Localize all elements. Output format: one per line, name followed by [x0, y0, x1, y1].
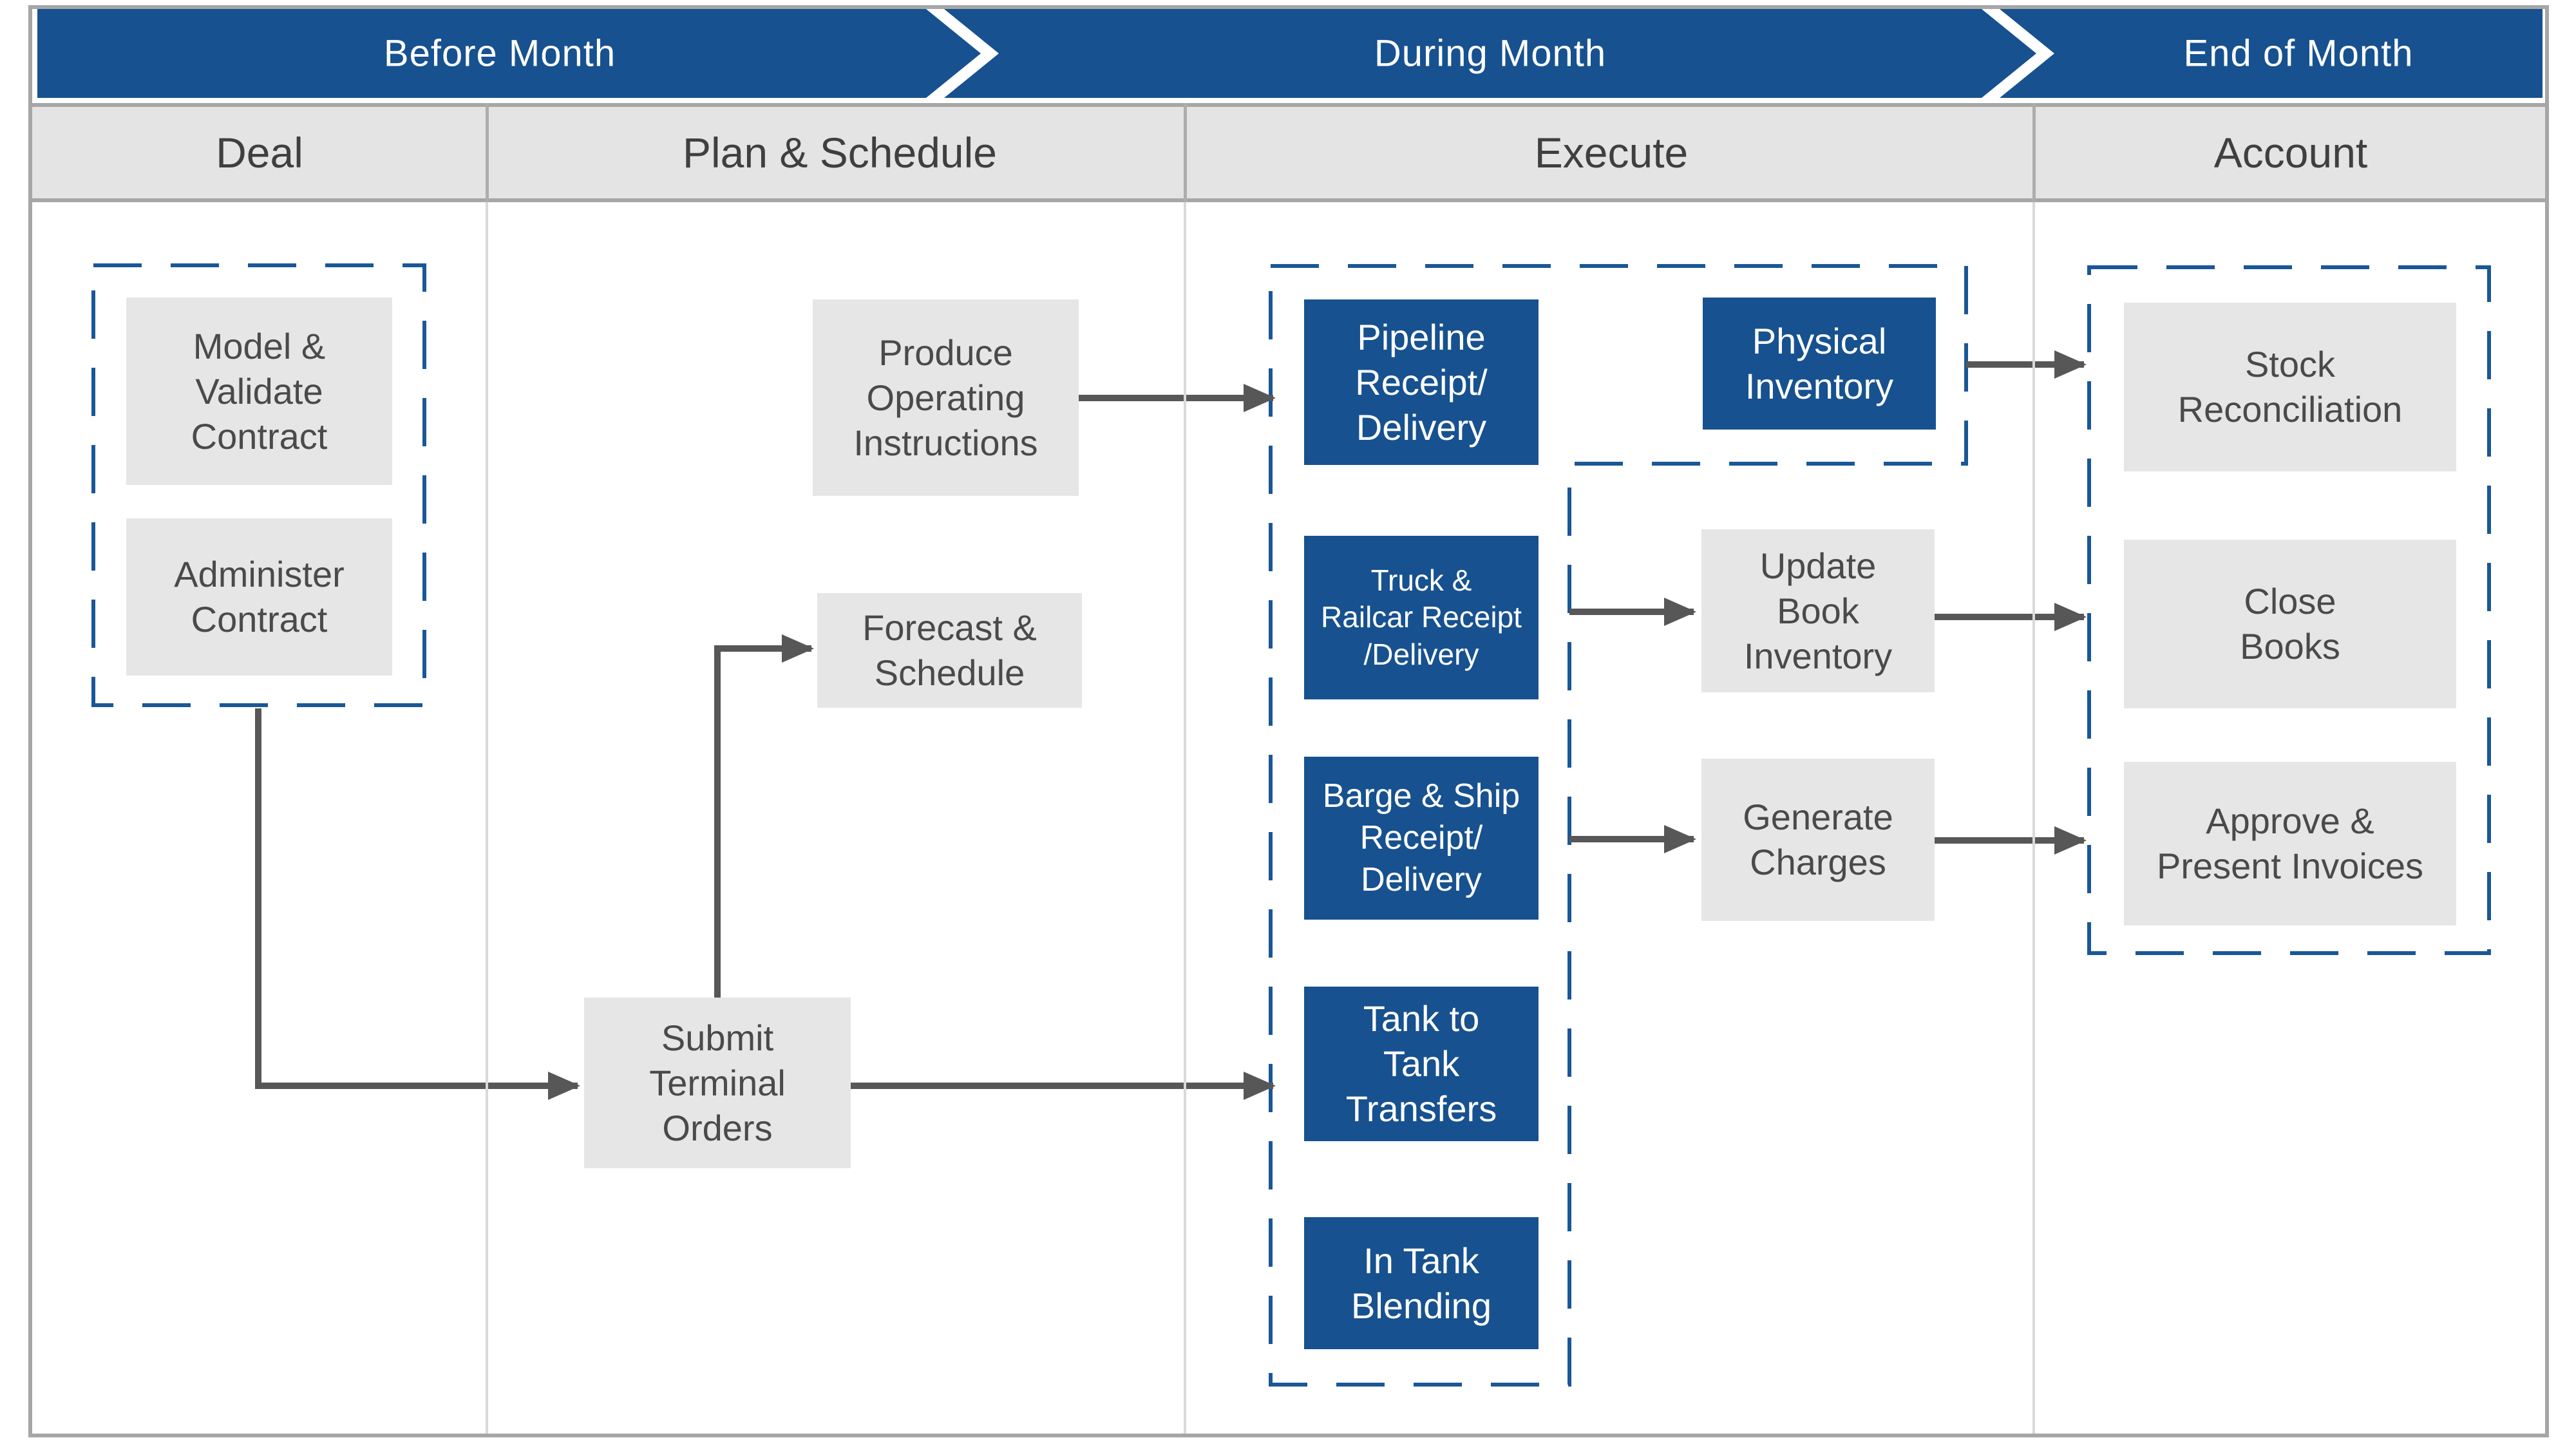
lane-divider-header-0 — [486, 103, 489, 202]
box-generate-charges: Generate Charges — [1701, 759, 1935, 921]
box-physical-inventory: Physical Inventory — [1703, 298, 1936, 430]
box-submit-terminal-orders: Submit Terminal Orders — [584, 998, 851, 1168]
phase-chevron-segment-2 — [2000, 9, 2543, 98]
lane-divider-header-1 — [1184, 103, 1187, 202]
box-produce-operating-instructions: Produce Operating Instructions — [813, 299, 1079, 496]
box-in-tank-blending: In Tank Blending — [1304, 1217, 1539, 1349]
lane-label-account: Account — [2213, 129, 2368, 176]
lane-divider-body-2 — [2032, 202, 2035, 1434]
box-label: Update Book Inventory — [1743, 545, 1893, 676]
lane-label-plan-schedule: Plan & Schedule — [682, 129, 998, 176]
box-label: Physical Inventory — [1745, 320, 1894, 406]
flow-arrows — [255, 350, 2087, 1100]
box-label: Submit Terminal Orders — [649, 1017, 786, 1148]
box-label: In Tank Blending — [1351, 1240, 1492, 1326]
box-close-books: Close Books — [2124, 540, 2456, 708]
box-label: Truck & Railcar Receipt /Delivery — [1321, 563, 1522, 671]
phase-label-before-month: Before Month — [383, 32, 616, 75]
box-model-validate-contract: Model & Validate Contract — [126, 298, 392, 485]
execute-group — [1269, 264, 1968, 1387]
box-truck-railcar-receipt-delivery: Truck & Railcar Receipt /Delivery — [1304, 536, 1539, 699]
arrow-submit-to-forecast — [714, 634, 815, 998]
phase-label-end-of-month: End of Month — [2183, 32, 2414, 75]
box-label: Produce Operating Instructions — [853, 332, 1038, 463]
box-label: Pipeline Receipt/ Delivery — [1355, 316, 1488, 448]
box-label: Stock Reconciliation — [2177, 344, 2403, 430]
arrow-administer-to-submit — [255, 708, 581, 1100]
account-group — [2087, 265, 2491, 955]
box-update-book-inventory: Update Book Inventory — [1701, 529, 1935, 692]
box-stock-reconciliation: Stock Reconciliation — [2124, 303, 2456, 471]
box-tank-to-tank-transfers: Tank to Tank Transfers — [1304, 987, 1539, 1141]
deal-group — [91, 263, 426, 707]
lane-header-band — [32, 103, 2545, 202]
phase-label-during-month: During Month — [1374, 32, 1607, 75]
phase-chevron-band — [37, 9, 2543, 98]
box-label: Approve & Present Invoices — [2157, 800, 2423, 886]
box-administer-contract: Administer Contract — [126, 518, 392, 676]
box-label: Forecast & Schedule — [862, 607, 1037, 693]
box-forecast-schedule: Forecast & Schedule — [817, 593, 1082, 708]
lane-divider-body-0 — [486, 202, 488, 1434]
box-label: Model & Validate Contract — [191, 325, 328, 457]
box-label: Generate Charges — [1743, 797, 1893, 882]
box-barge-ship-receipt-delivery: Barge & Ship Receipt/ Delivery — [1304, 757, 1539, 920]
box-label: Tank to Tank Transfers — [1345, 998, 1497, 1129]
dashed-group-outlines — [91, 263, 2491, 1387]
box-label: Barge & Ship Receipt/ Delivery — [1322, 777, 1520, 898]
lane-divider-body-1 — [1184, 202, 1186, 1434]
lane-label-deal: Deal — [216, 129, 303, 176]
lane-divider-header-2 — [2032, 103, 2036, 202]
lane-label-execute: Execute — [1534, 129, 1689, 176]
box-approve-present-invoices: Approve & Present Invoices — [2124, 762, 2456, 925]
box-label: Close Books — [2240, 581, 2340, 667]
phase-chevron-segment-0 — [37, 9, 981, 98]
diagram-outer-border — [28, 5, 2549, 1437]
phase-chevron-segment-1 — [944, 9, 2036, 98]
box-label: Administer Contract — [174, 554, 345, 639]
box-pipeline-receipt-delivery: Pipeline Receipt/ Delivery — [1304, 299, 1539, 465]
